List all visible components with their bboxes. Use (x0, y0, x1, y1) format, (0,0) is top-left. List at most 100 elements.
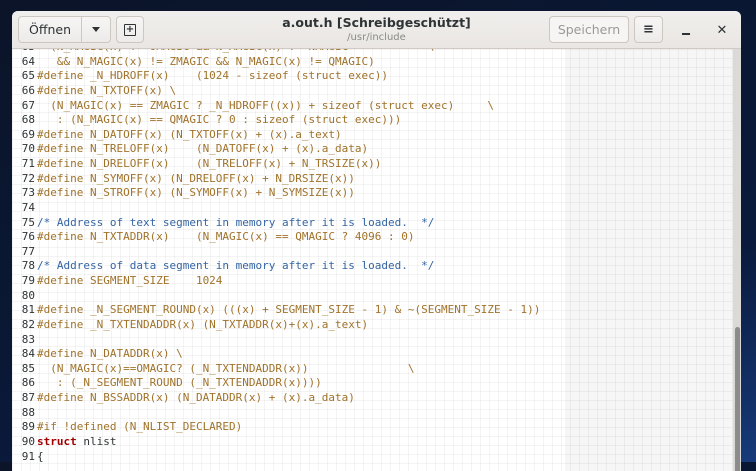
line-number: 63 (12, 49, 37, 55)
scrollbar-thumb[interactable] (735, 327, 740, 471)
code-line: 75/* Address of text segment in memory a… (12, 216, 540, 231)
code-token: #define _N_TXTENDADDR(x) (N_TXTADDR(x)+(… (37, 317, 369, 331)
code-line: 74 (12, 201, 540, 216)
hamburger-menu-icon: ≡ (643, 22, 654, 37)
open-button[interactable]: Öffnen (18, 16, 82, 43)
code-token: { (37, 449, 44, 463)
code-line: 64 && N_MAGIC(x) != ZMAGIC && N_MAGIC(x)… (12, 55, 540, 70)
code-token: #define N_TXTOFF(x) \ (37, 83, 177, 97)
code-line: 84#define N_DATADDR(x) \ (12, 347, 540, 362)
right-margin (565, 49, 733, 471)
code-line: 68 : (N_MAGIC(x) == QMAGIC ? 0 : sizeof … (12, 113, 540, 128)
code-token: && N_MAGIC(x) != ZMAGIC && N_MAGIC(x) !=… (37, 54, 375, 68)
code-token: #if !defined (N_NLIST_DECLARED) (37, 420, 243, 434)
code-token: (N_MAGIC(x) == ZMAGIC ? _N_HDROFF((x)) +… (37, 98, 494, 112)
line-number: 65 (21, 69, 35, 83)
code-line: 70#define N_TRELOFF(x) (N_DATOFF(x) + (x… (12, 142, 540, 157)
line-number: 68 (21, 113, 35, 127)
line-number: 85 (21, 361, 35, 375)
menu-button[interactable]: ≡ (634, 16, 663, 43)
code-line: 66#define N_TXTOFF(x) \ (12, 84, 540, 99)
line-number: 84 (21, 347, 35, 361)
line-number: 79 (21, 274, 35, 287)
window-subtitle: /usr/include (347, 32, 406, 43)
chevron-down-icon (92, 27, 100, 32)
line-number: 87 (21, 391, 35, 404)
code-line: 91{ (12, 450, 540, 465)
window-title: a.out.h [Schreibgeschützt] (282, 15, 471, 30)
code-line: 77 (12, 245, 540, 260)
line-number: 83 (21, 332, 35, 346)
code-token: #define N_SYMOFF(x) (N_DRELOFF(x) + N_DR… (37, 171, 355, 185)
code-line: 81#define _N_SEGMENT_ROUND(x) (((x) + SE… (12, 303, 541, 318)
code-token: #define N_TXTADDR(x) (N_MAGIC(x) == QMAG… (37, 230, 415, 244)
open-dropdown-button[interactable] (81, 16, 111, 43)
close-button[interactable]: ✕ (712, 20, 732, 40)
code-token: #define N_DATOFF(x) (N_TXTOFF(x) + (x).a… (37, 127, 342, 141)
line-number: 80 (21, 288, 35, 302)
code-line: 63 (N_MAGIC(x) != OMAGIC && N_MAGIC(x) !… (12, 49, 540, 55)
line-number: 66 (21, 83, 35, 97)
code-line: 65#define _N_HDROFF(x) (1024 - sizeof (s… (12, 69, 540, 84)
code-token: (N_MAGIC(x)==OMAGIC? (_N_TXTENDADDR(x)) … (37, 361, 415, 375)
editor-window: Öffnen + a.out.h [Schreibgeschützt] /usr… (12, 11, 741, 471)
minimize-icon (682, 33, 690, 35)
code-token: #define N_DATADDR(x) \ (37, 347, 183, 361)
code-token: /* Address of text segment in memory aft… (37, 215, 435, 229)
line-number: 91 (21, 449, 35, 463)
save-button[interactable]: Speichern (549, 16, 629, 43)
line-number: 70 (21, 142, 35, 156)
header-bar: Öffnen + a.out.h [Schreibgeschützt] /usr… (12, 11, 741, 49)
line-number: 89 (21, 420, 35, 434)
code-line: 86 : (_N_SEGMENT_ROUND (_N_TXTENDADDR(x)… (12, 376, 540, 391)
code-line: 71#define N_DRELOFF(x) (N_TRELOFF(x) + N… (12, 157, 540, 172)
code-line: 67 (N_MAGIC(x) == ZMAGIC ? _N_HDROFF((x)… (12, 99, 540, 114)
line-number: 75 (21, 215, 35, 229)
line-number: 78 (21, 259, 35, 273)
code-token: nlist (76, 434, 117, 448)
line-number: 81 (21, 303, 35, 317)
code-token: #define _N_SEGMENT_ROUND(x) (((x) + SEGM… (37, 303, 541, 317)
code-token: /* Address of data segment in memory aft… (37, 259, 435, 273)
line-number: 76 (21, 230, 35, 244)
code-lines: 63 (N_MAGIC(x) != OMAGIC && N_MAGIC(x) !… (12, 49, 541, 465)
line-number: 82 (21, 317, 35, 331)
close-icon: ✕ (716, 22, 728, 38)
code-line: 82#define _N_TXTENDADDR(x) (N_TXTADDR(x)… (12, 318, 540, 333)
code-line: 79#define SEGMENT_SIZE 1024 (12, 274, 540, 289)
line-number: 72 (21, 171, 35, 185)
code-line: 89#if !defined (N_NLIST_DECLARED) (12, 420, 540, 435)
code-token: #define N_DRELOFF(x) (N_TRELOFF(x) + N_T… (37, 157, 382, 170)
code-token: #define N_STROFF(x) (N_SYMOFF(x) + N_SYM… (37, 186, 355, 200)
line-number: 64 (21, 54, 35, 68)
new-document-button[interactable]: + (116, 16, 144, 43)
line-number: 73 (21, 186, 35, 200)
code-line: 72#define N_SYMOFF(x) (N_DRELOFF(x) + N_… (12, 172, 540, 187)
new-document-icon: + (124, 23, 136, 36)
code-token: : (N_MAGIC(x) == QMAGIC ? 0 : sizeof (st… (37, 113, 402, 127)
line-number: 67 (21, 98, 35, 112)
line-number: 74 (21, 200, 35, 214)
code-line: 88 (12, 406, 540, 421)
line-number: 71 (21, 157, 35, 170)
line-number: 90 (21, 434, 35, 448)
code-line: 87#define N_BSSADDR(x) (N_DATADDR(x) + (… (12, 391, 540, 406)
line-number: 77 (21, 244, 35, 258)
code-line: 85 (N_MAGIC(x)==OMAGIC? (_N_TXTENDADDR(x… (12, 362, 540, 377)
code-line: 69#define N_DATOFF(x) (N_TXTOFF(x) + (x)… (12, 128, 540, 143)
code-token: #define N_TRELOFF(x) (N_DATOFF(x) + (x).… (37, 142, 369, 156)
code-line: 76#define N_TXTADDR(x) (N_MAGIC(x) == QM… (12, 230, 540, 245)
minimize-button[interactable] (676, 20, 696, 40)
line-number: 86 (21, 376, 35, 390)
code-token: #define N_BSSADDR(x) (N_DATADDR(x) + (x)… (37, 391, 355, 404)
code-line: 73#define N_STROFF(x) (N_SYMOFF(x) + N_S… (12, 186, 540, 201)
line-number: 88 (21, 405, 35, 419)
scrollbar[interactable] (733, 49, 741, 471)
line-number: 69 (21, 127, 35, 141)
code-line: 80 (12, 289, 540, 304)
code-line: 83 (12, 333, 540, 348)
code-editor[interactable]: 63 (N_MAGIC(x) != OMAGIC && N_MAGIC(x) !… (12, 49, 741, 471)
code-token: struct (37, 434, 77, 448)
code-line: 78/* Address of data segment in memory a… (12, 259, 540, 274)
